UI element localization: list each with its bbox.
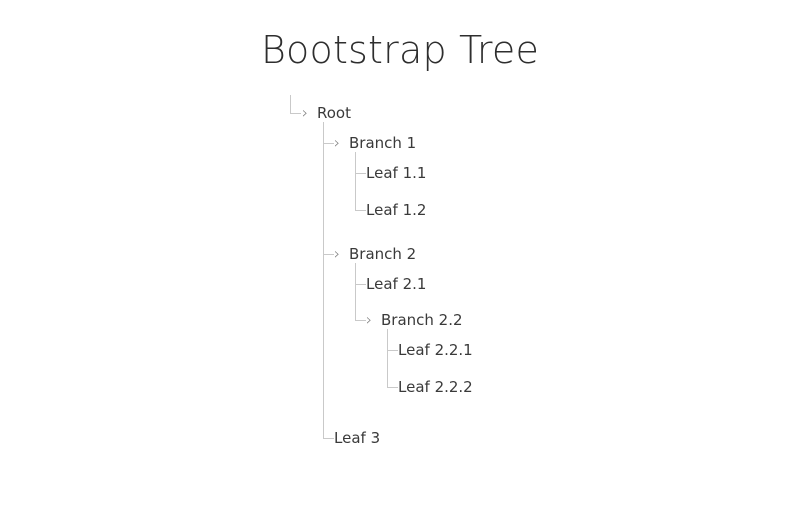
tree-node-label: Branch 1 — [349, 134, 417, 152]
tree-connector-line — [355, 263, 356, 321]
page-title: Bootstrap Tree — [260, 28, 540, 72]
tree-connector-line — [355, 152, 356, 210]
tree-node-leaf-1-2[interactable]: Leaf 1.2 — [366, 199, 426, 221]
tree-node-label: Leaf 3 — [334, 429, 381, 447]
tree-connector-line — [355, 284, 366, 285]
tree-connector-line — [290, 113, 301, 114]
tree-node-branch-2-2[interactable]: › Branch 2.2 — [362, 309, 463, 331]
tree-node-label: Branch 2.2 — [381, 311, 463, 329]
tree-node-label: Root — [317, 104, 351, 122]
tree-connector-line — [387, 329, 388, 387]
tree-connector-line — [387, 387, 398, 388]
tree-node-label: Leaf 2.1 — [366, 275, 427, 293]
tree-connector-line — [387, 350, 398, 351]
tree-node-leaf-1-1[interactable]: Leaf 1.1 — [366, 162, 426, 184]
tree-node-label: Leaf 2.2.2 — [398, 378, 473, 396]
tree-connector-line — [355, 173, 366, 174]
tree-connector-line — [323, 438, 334, 439]
tree-connector-line — [323, 122, 324, 438]
chevron-right-icon[interactable]: › — [333, 133, 341, 152]
chevron-right-icon[interactable]: › — [333, 244, 341, 263]
tree-connector-line — [323, 254, 334, 255]
tree-node-label: Leaf 1.2 — [366, 201, 427, 219]
tree-node-branch-2[interactable]: › Branch 2 — [330, 243, 416, 265]
tree-node-label: Leaf 2.2.1 — [398, 341, 473, 359]
tree-node-leaf-2-2-2[interactable]: Leaf 2.2.2 — [398, 376, 473, 398]
chevron-right-icon[interactable]: › — [365, 310, 373, 329]
tree-connector-line — [355, 210, 366, 211]
tree-node-leaf-3[interactable]: Leaf 3 — [334, 427, 380, 449]
tree-connector-line — [355, 320, 366, 321]
chevron-right-icon[interactable]: › — [301, 103, 309, 122]
tree-node-label: Branch 2 — [349, 245, 417, 263]
tree-node-root[interactable]: › Root — [298, 102, 351, 124]
tree-node-leaf-2-2-1[interactable]: Leaf 2.2.1 — [398, 339, 473, 361]
tree-connector-line — [323, 143, 334, 144]
tree-node-branch-1[interactable]: › Branch 1 — [330, 132, 416, 154]
tree-node-label: Leaf 1.1 — [366, 164, 427, 182]
tree-node-leaf-2-1[interactable]: Leaf 2.1 — [366, 273, 426, 295]
tree-connector-line — [290, 95, 291, 113]
